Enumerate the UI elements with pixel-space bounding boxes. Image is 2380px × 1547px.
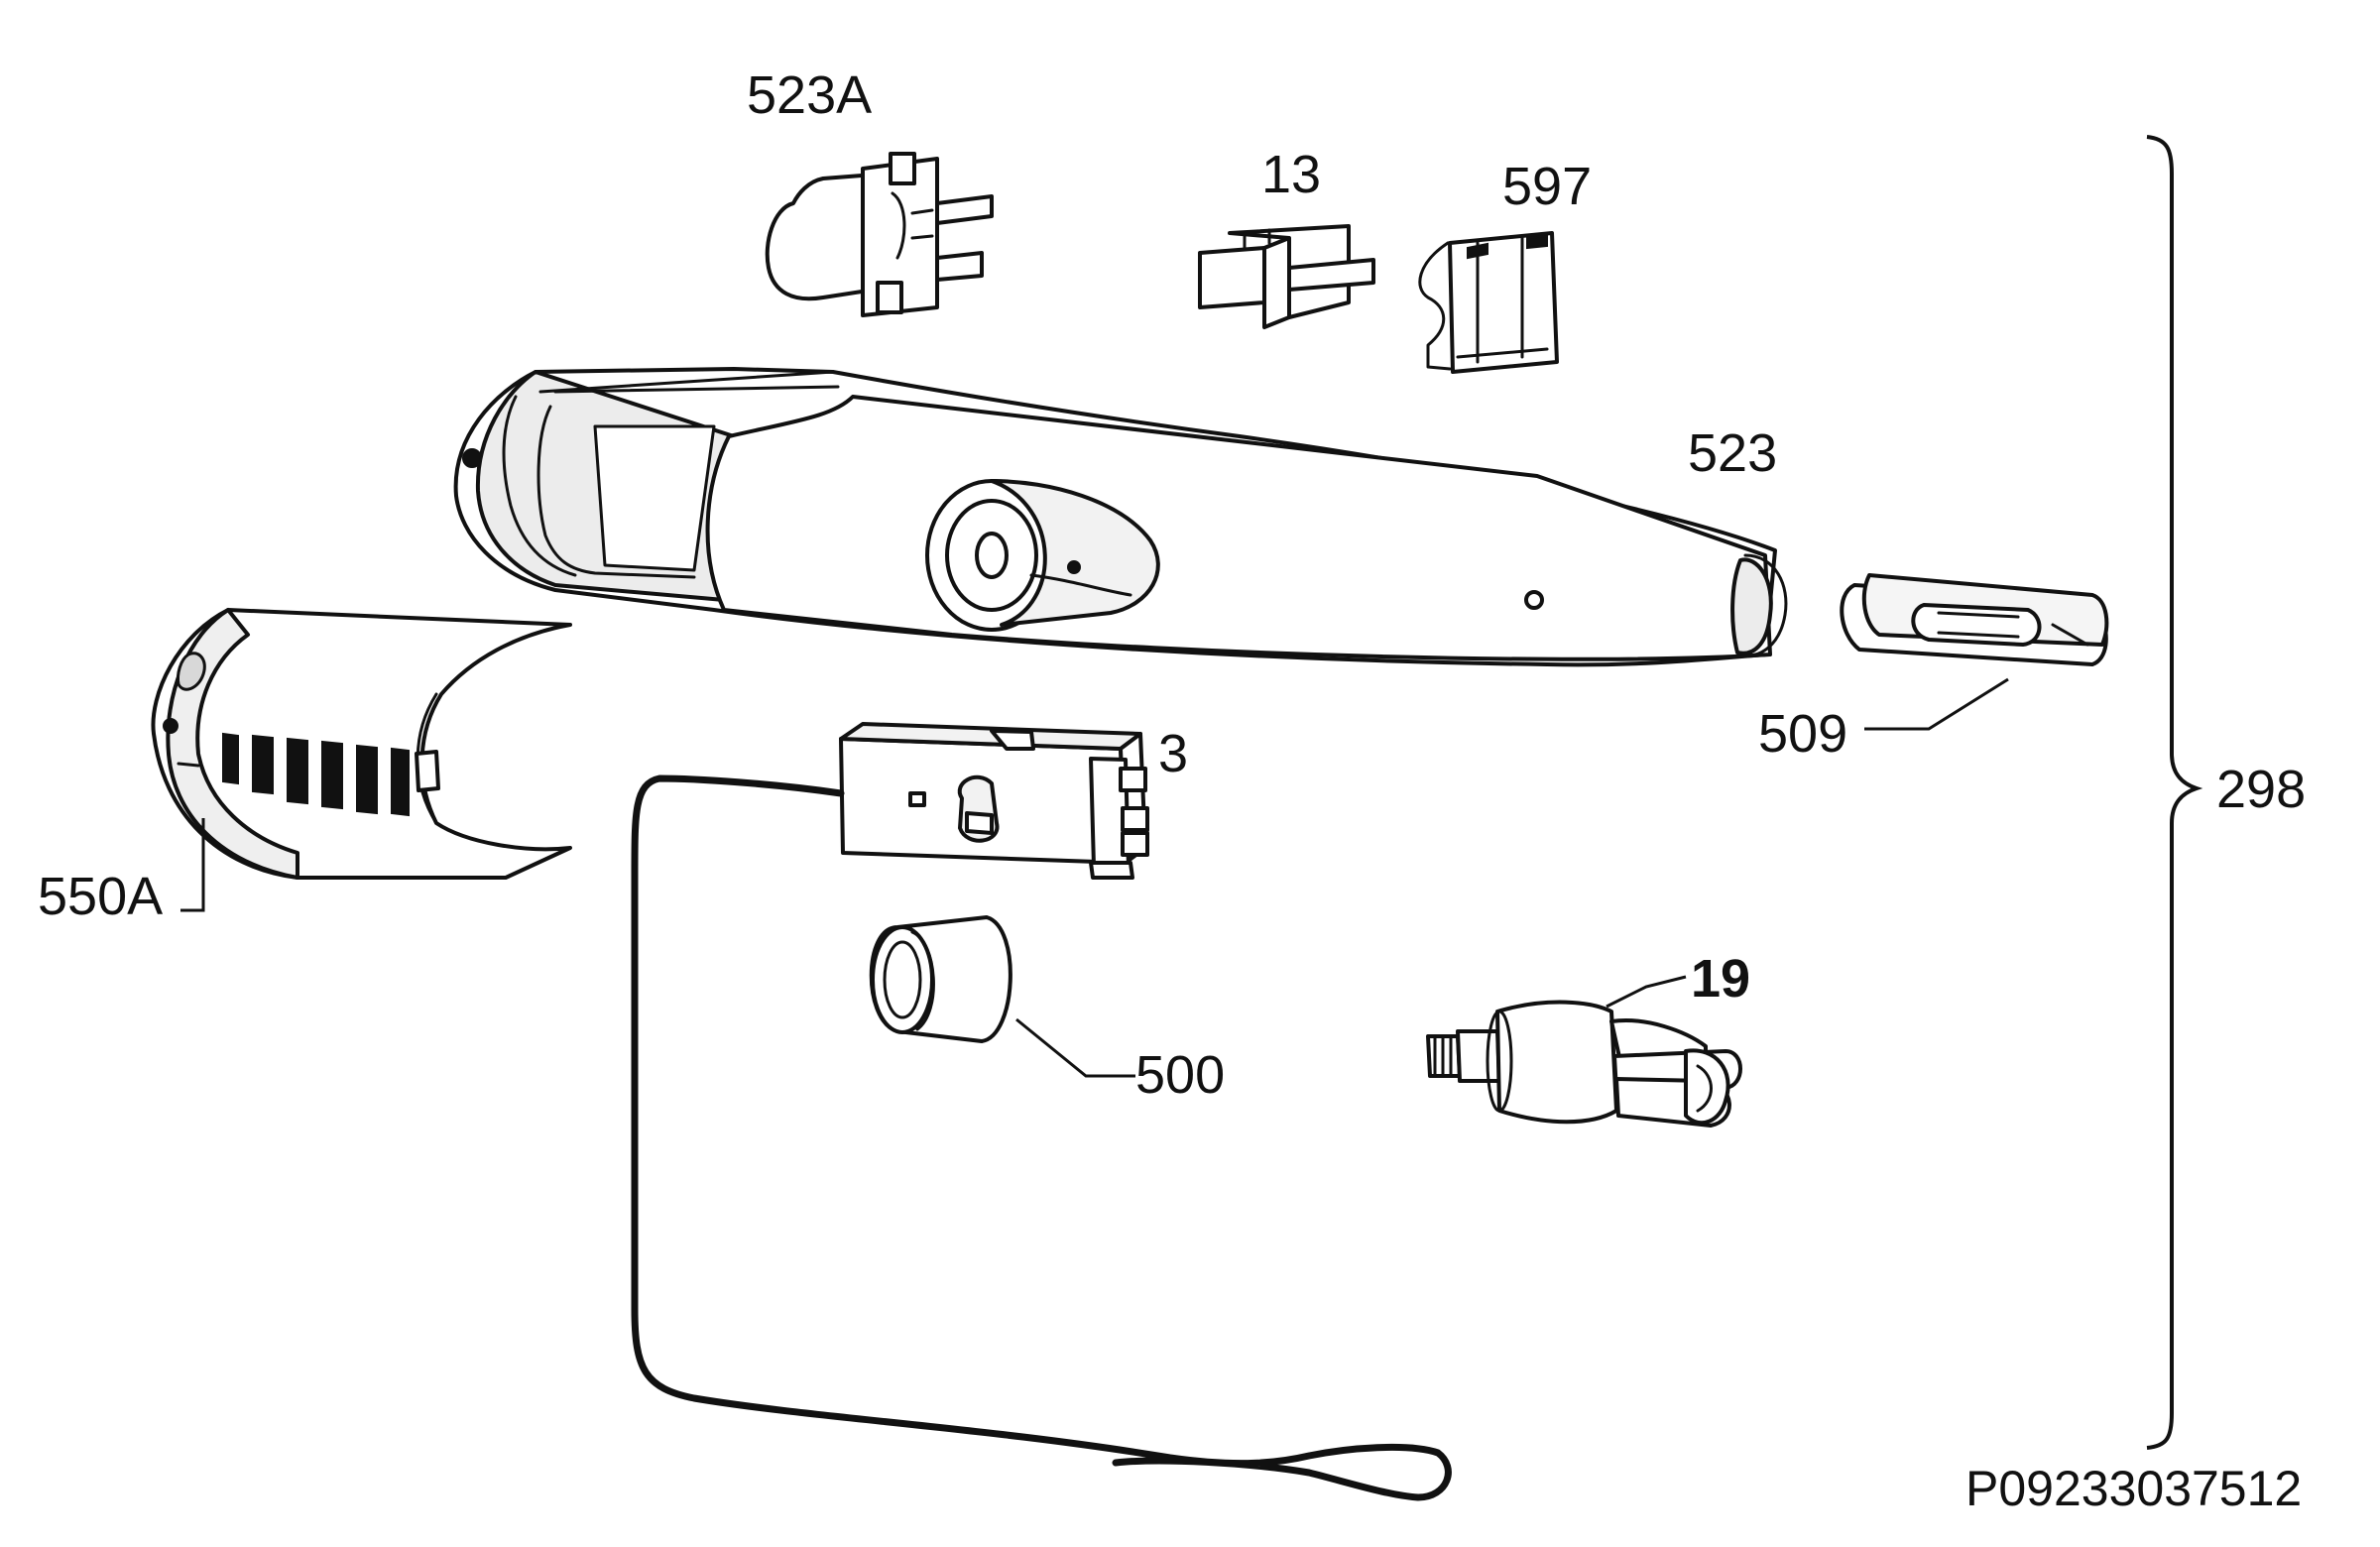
part-13-switch <box>1198 224 1375 329</box>
label-597: 597 <box>1502 157 1592 216</box>
label-3: 3 <box>1158 724 1188 783</box>
label-509: 509 <box>1758 704 1847 764</box>
label-523: 523 <box>1688 423 1777 483</box>
part-523A-lamp-holder <box>765 152 994 317</box>
part-509-lens <box>1840 573 2109 666</box>
brace-298 <box>2146 135 2203 1450</box>
leader-19 <box>1606 975 1687 1009</box>
drawing-code: P09233037512 <box>1965 1461 2302 1516</box>
leader-550A <box>180 818 205 912</box>
part-523-lamp-housing <box>453 367 1788 667</box>
part-500-knob <box>869 915 1012 1043</box>
label-500: 500 <box>1135 1045 1225 1105</box>
label-523A: 523A <box>747 65 872 125</box>
label-13: 13 <box>1261 145 1321 204</box>
label-19: 19 <box>1691 949 1750 1009</box>
part-19-lamp <box>1426 1000 1742 1128</box>
leader-509 <box>1864 677 2009 731</box>
part-550A-cover <box>151 608 572 880</box>
label-550A: 550A <box>38 867 163 926</box>
part-597-bracket <box>1418 231 1559 374</box>
capillary-tube <box>631 774 1452 1501</box>
label-298: 298 <box>2216 760 2306 819</box>
part-3-thermostat <box>839 722 1149 880</box>
leader-500 <box>1015 1017 1135 1078</box>
